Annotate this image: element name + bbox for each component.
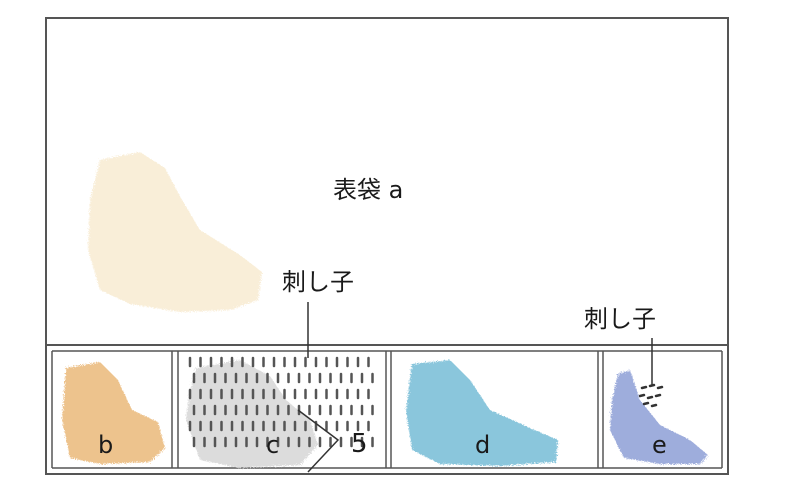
label-c: c [266,431,280,459]
stitch-mark [646,395,654,400]
label-five: 5 [351,429,368,459]
swatch-d [406,360,558,466]
stitch-mark [642,401,650,406]
swatch-c [186,360,318,468]
stitch-mark [640,385,648,390]
label-sashiko-top: 刺し子 [282,268,354,296]
stitch-pattern-c [188,356,374,448]
label-main-pouch: 表袋 a [333,176,404,204]
outer-frame [45,17,729,475]
stitch-mark [638,393,646,398]
label-sashiko-right: 刺し子 [584,305,656,333]
swatch-e [610,370,708,464]
swatch-main [88,152,262,312]
stitch-mark [648,383,656,388]
stitch-mark [656,385,664,390]
stitch-mark [650,403,658,408]
stitch-pattern-e [638,383,664,408]
swatch-b [62,362,165,464]
stitch-mark [654,393,662,398]
label-e: e [652,431,667,459]
bracket-five [297,409,340,473]
label-b: b [98,431,114,459]
label-d: d [475,431,491,459]
